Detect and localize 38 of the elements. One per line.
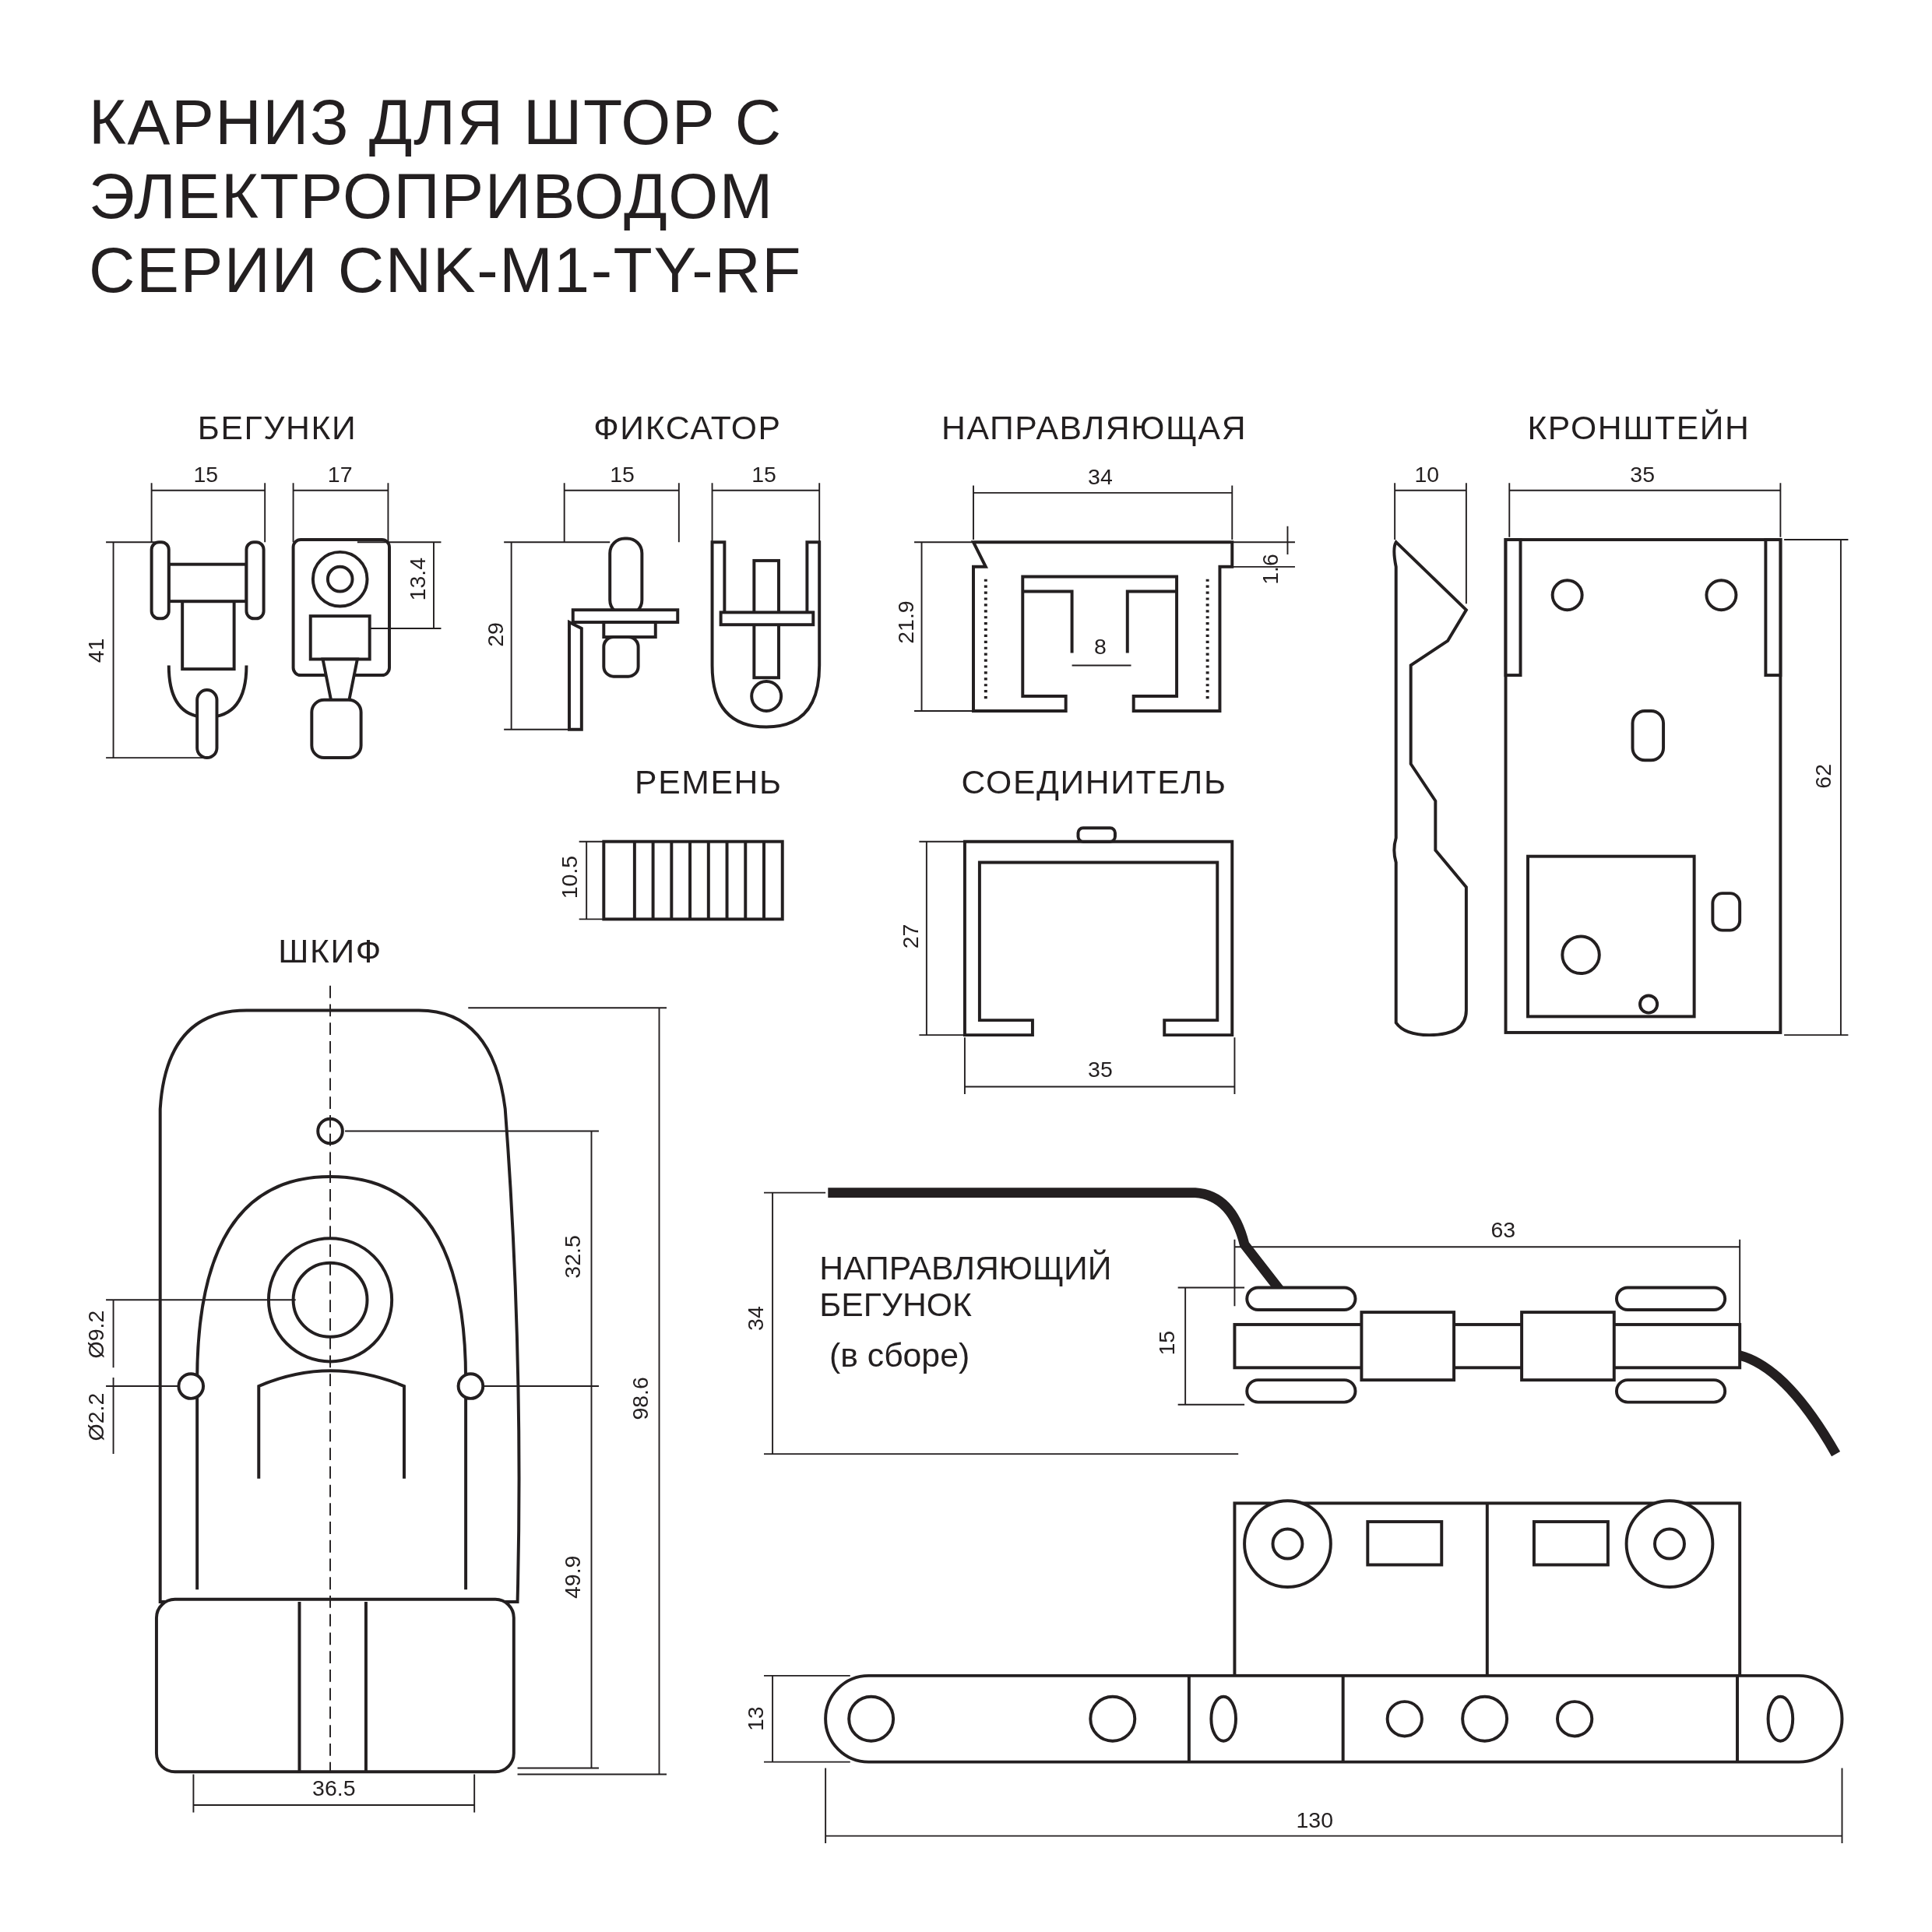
dimension-value: 13 bbox=[744, 1706, 769, 1732]
dimension-value: 130 bbox=[1296, 1808, 1334, 1834]
part-name: ФИКСАТОР bbox=[593, 410, 782, 448]
dimension-value: Ø9.2 bbox=[85, 1310, 110, 1359]
dimension-value: 15 bbox=[610, 463, 635, 488]
part-name: ШКИФ bbox=[278, 934, 382, 971]
dimension-value: 27 bbox=[899, 924, 924, 949]
dimension-value: 21.9 bbox=[894, 600, 919, 644]
dimension-value: 17 bbox=[327, 463, 353, 488]
dimension-value: 32.5 bbox=[561, 1235, 586, 1279]
part-name: НАПРАВЛЯЮЩИЙ БЕГУНОК bbox=[819, 1251, 1113, 1325]
dimension-value: 10.5 bbox=[558, 855, 582, 899]
part-name: НАПРАВЛЯЮЩАЯ bbox=[941, 410, 1248, 448]
dimension-value: Ø2.2 bbox=[85, 1392, 110, 1441]
dimension-value: 15 bbox=[193, 463, 219, 488]
dimension-value: 62 bbox=[1812, 764, 1837, 789]
dimension-value: 34 bbox=[744, 1306, 769, 1331]
dimension-value: 8 bbox=[1094, 635, 1107, 660]
part-name: КРОНШТЕЙН bbox=[1527, 410, 1751, 448]
part-name: БЕГУНКИ bbox=[197, 410, 357, 448]
dimension-value: 10 bbox=[1414, 463, 1440, 488]
dimension-value: 35 bbox=[1088, 1058, 1113, 1083]
dimension-value: 15 bbox=[1156, 1330, 1181, 1356]
dimension-value: 98.6 bbox=[629, 1377, 654, 1420]
part-name: РЕМЕНЬ bbox=[635, 765, 783, 802]
dimension-value: 49.9 bbox=[561, 1555, 586, 1599]
dimension-value: 1.6 bbox=[1259, 554, 1284, 585]
part-name: СОЕДИНИТЕЛЬ bbox=[961, 765, 1227, 802]
title-heading: КАРНИЗ ДЛЯ ШТОР С ЭЛЕКТРОПРИВОДОМ СЕРИИ CNK-M1-TY-RF bbox=[88, 86, 804, 307]
dimension-value: 41 bbox=[85, 638, 110, 663]
dimension-value: 36.5 bbox=[312, 1776, 356, 1802]
dimension-value: 34 bbox=[1088, 466, 1113, 491]
dimension-value: 63 bbox=[1490, 1219, 1516, 1244]
dimension-value: 13.4 bbox=[406, 557, 431, 601]
note-text: (в сборе) bbox=[829, 1338, 970, 1375]
dimension-value: 35 bbox=[1630, 463, 1655, 488]
dimension-value: 15 bbox=[751, 463, 776, 488]
dimension-value: 29 bbox=[484, 622, 509, 647]
